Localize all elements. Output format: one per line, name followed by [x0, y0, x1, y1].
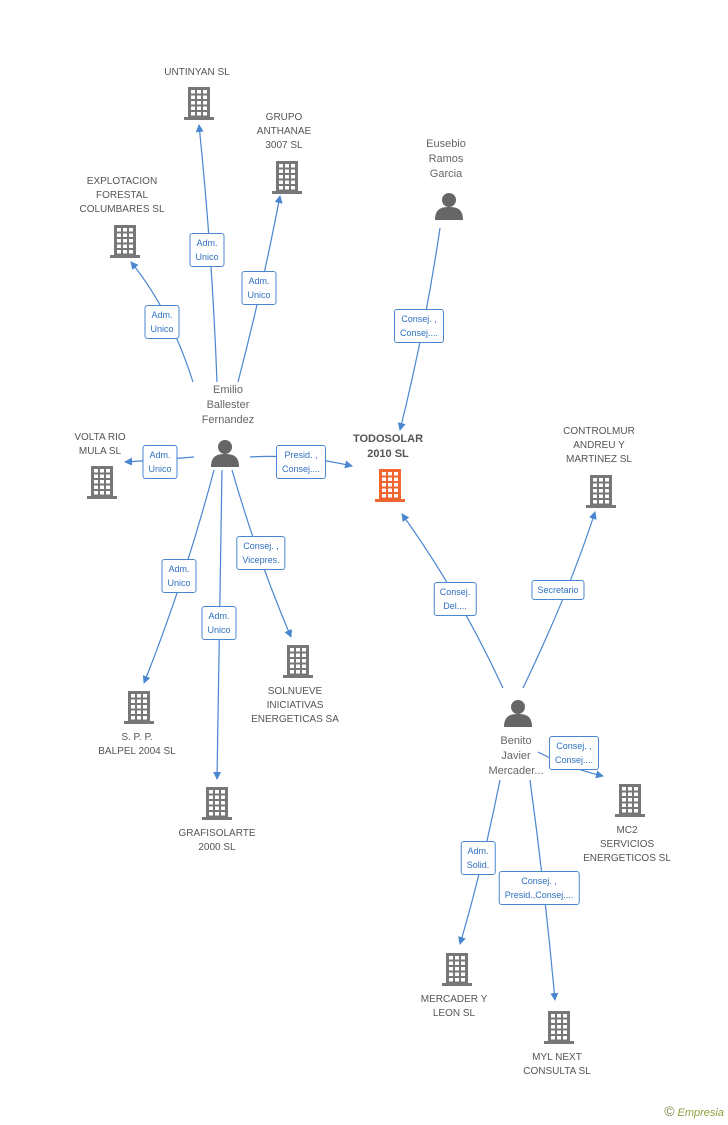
node-label-untinyan[interactable]: UNTINYAN SL — [164, 67, 230, 78]
company-icon[interactable] — [110, 225, 140, 258]
node-label-volta[interactable]: VOLTA RIO MULA SL — [74, 432, 126, 457]
edge-label-benito-myl[interactable]: Consej. , Presid.,Consej.... — [498, 871, 580, 905]
edge-label-emilio-untinyan[interactable]: Adm. Unico — [189, 233, 225, 267]
focus-company-icon[interactable] — [375, 469, 405, 502]
person-icon[interactable] — [211, 440, 239, 467]
node-label-mercader[interactable]: MERCADER Y LEON SL — [420, 994, 488, 1019]
edge-label-emilio-grafisolarte[interactable]: Adm. Unico — [201, 606, 237, 640]
node-label-grupo[interactable]: GRUPO ANTHANAE 3007 SL — [256, 112, 312, 151]
edge-label-emilio-volta[interactable]: Adm. Unico — [142, 445, 178, 479]
edge-label-benito-todosolar[interactable]: Consej. Del.... — [433, 582, 477, 616]
edge-benito-to-controlmur — [522, 511, 597, 689]
node-label-explotacion[interactable]: EXPLOTACION FORESTAL COLUMBARES SL — [79, 176, 165, 215]
node-label-spp[interactable]: S. P. P. BALPEL 2004 SL — [98, 732, 176, 757]
edge-label-benito-mercader[interactable]: Adm. Solid. — [460, 841, 496, 875]
person-icon[interactable] — [504, 700, 532, 727]
node-label-grafisolarte[interactable]: GRAFISOLARTE 2000 SL — [178, 828, 256, 853]
person-icon[interactable] — [435, 193, 463, 220]
edge-label-benito-controlmur[interactable]: Secretario — [531, 580, 585, 600]
company-icon[interactable] — [615, 784, 645, 817]
company-icon[interactable] — [184, 87, 214, 120]
edge-label-emilio-explotacion[interactable]: Adm. Unico — [144, 305, 180, 339]
edge-label-benito-mc2[interactable]: Consej. , Consej.... — [548, 736, 600, 770]
node-label-benito[interactable]: Benito Javier Mercader... — [488, 735, 544, 777]
company-icon[interactable] — [272, 161, 302, 194]
company-icon[interactable] — [124, 691, 154, 724]
node-label-solnueve[interactable]: SOLNUEVE INICIATIVAS ENERGETICAS SA — [251, 686, 339, 725]
copyright-symbol: © — [664, 1103, 675, 1119]
footer-brand: ©Empresia — [664, 1103, 724, 1119]
node-label-todosolar[interactable]: TODOSOLAR 2010 SL — [352, 433, 424, 460]
company-icon[interactable] — [586, 475, 616, 508]
edge-label-emilio-solnueve[interactable]: Consej. , Vicepres. — [236, 536, 286, 570]
edge-label-emilio-grupo[interactable]: Adm. Unico — [241, 271, 277, 305]
company-icon[interactable] — [544, 1011, 574, 1044]
node-label-mc2[interactable]: MC2 SERVICIOS ENERGETICOS SL — [583, 825, 671, 864]
node-label-myl[interactable]: MYL NEXT CONSULTA SL — [523, 1052, 591, 1077]
company-icon[interactable] — [87, 466, 117, 499]
node-label-eusebio[interactable]: Eusebio Ramos Garcia — [426, 138, 466, 180]
company-icon[interactable] — [283, 645, 313, 678]
company-icon[interactable] — [202, 787, 232, 820]
company-icon[interactable] — [442, 953, 472, 986]
edge-label-emilio-todosolar[interactable]: Presid. , Consej.... — [275, 445, 327, 479]
brand-name[interactable]: Empresia — [677, 1107, 724, 1119]
node-label-controlmur[interactable]: CONTROLMUR ANDREU Y MARTINEZ SL — [563, 426, 635, 465]
node-label-emilio[interactable]: Emilio Ballester Fernandez — [201, 384, 255, 426]
edge-label-emilio-spp[interactable]: Adm. Unico — [161, 559, 197, 593]
edge-label-eusebio-todosolar[interactable]: Consej. , Consej.... — [393, 309, 445, 343]
